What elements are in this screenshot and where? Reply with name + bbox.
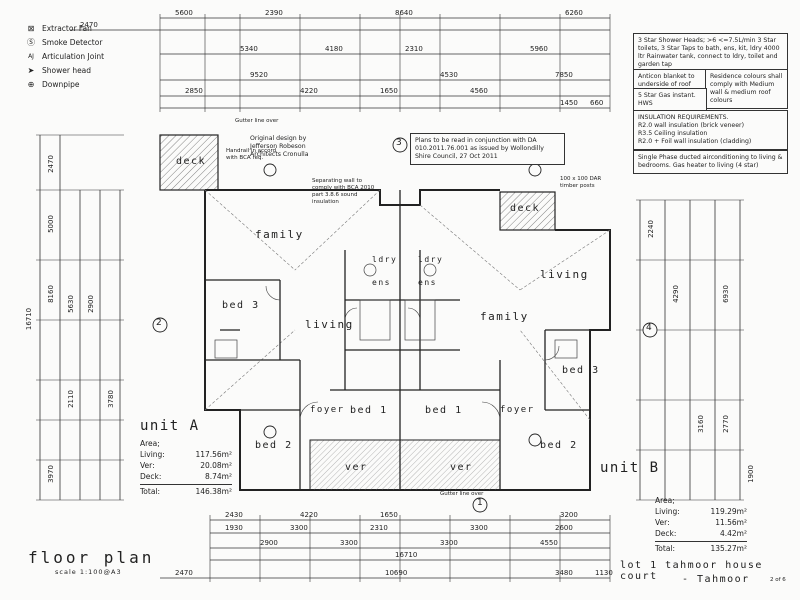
gridline-1-label: 1 (477, 498, 483, 508)
area-row: Deck:4.42m² (655, 529, 747, 538)
room-foyer-b: foyer (500, 405, 535, 415)
fixtures-note: 3 Star Shower Heads; >6 <=7.5L/min 3 Sta… (633, 33, 788, 73)
unit-a-area-schedule: Area; Living:117.56m² Ver:20.08m² Deck:8… (140, 439, 232, 497)
room-bed3-a: bed 3 (222, 300, 260, 311)
room-ver-a: ver (345, 462, 368, 473)
area-row: Living:119.29m² (655, 507, 747, 516)
room-living-b: living (540, 268, 589, 281)
room-foyer-a: foyer (310, 405, 345, 415)
project-suburb: - Tahmoor (682, 574, 750, 585)
sheet-number: 2 of 6 (770, 577, 786, 583)
colours-note: Residence colours shall comply with Medi… (705, 69, 788, 109)
project-name: lot 1 tahmoor house court (620, 560, 763, 582)
room-bed2-b: bed 2 (540, 440, 578, 451)
room-bed2-a: bed 2 (255, 440, 293, 451)
legend-row: ➤Shower head (26, 64, 104, 78)
room-bed1-a: bed 1 (350, 405, 388, 416)
aircon-note: Single Phase ducted airconditioning to l… (633, 150, 788, 174)
gridline-4-label: 4 (646, 323, 652, 333)
legend-row: ⊕Downpipe (26, 78, 104, 92)
unit-a-title: unit A (140, 418, 200, 434)
room-bed3-b: bed 3 (562, 365, 600, 376)
room-family-b: family (480, 310, 529, 323)
room-ldry-b: ldry (418, 255, 444, 264)
room-deck-a: deck (176, 156, 207, 167)
separating-wall-note: Separating wall to comply with BCA 2010 … (312, 178, 375, 205)
gridline-3-label: 3 (396, 138, 402, 148)
articulation-joint-icon: AJ (28, 53, 34, 60)
room-ldry-a: ldry (372, 255, 398, 264)
room-deck-b: deck (510, 203, 541, 214)
insulation-note: INSULATION REQUIREMENTS. R2.0 wall insul… (633, 110, 788, 150)
downpipe-icon: ⊕ (27, 80, 35, 89)
room-ens-a: ens (372, 278, 391, 287)
unit-b-area-schedule: Area; Living:119.29m² Ver:11.56m² Deck:4… (655, 496, 747, 554)
room-living-a: living (305, 318, 354, 331)
smoke-detector-icon: Ⓢ (27, 38, 35, 47)
gas-hws-note: 5 Star Gas instant. HWS (633, 88, 707, 112)
plans-note: Plans to be read in conjunction with DA … (410, 133, 565, 165)
legend-row: ⊠Extractor Fan (26, 22, 104, 36)
area-row: Living:117.56m² (140, 450, 232, 459)
extractor-fan-icon: ⊠ (27, 24, 35, 33)
area-total-row: Total:135.27m² (655, 541, 747, 554)
room-bed1-b: bed 1 (425, 405, 463, 416)
timber-posts-note: 100 x 100 DAR timber posts (560, 176, 602, 189)
gutter-line-bottom: Gutter line over (440, 491, 484, 497)
drawing-scale: scale 1:100@A3 (55, 568, 122, 576)
area-row: Ver:11.56m² (655, 518, 747, 527)
room-ens-b: ens (418, 278, 437, 287)
drawing-title: floor plan (28, 548, 155, 567)
handrail-note: Handrail in accord with BCA req. (226, 148, 277, 161)
area-total-row: Total:146.38m² (140, 484, 232, 497)
design-note: Original design by Jefferson Robeson Arc… (250, 135, 309, 158)
room-family-a: family (255, 228, 304, 241)
shower-head-icon: ➤ (27, 66, 35, 75)
gridline-2-label: 2 (156, 318, 162, 328)
area-row: Ver:20.08m² (140, 461, 232, 470)
room-ver-b: ver (450, 462, 473, 473)
unit-b-title: unit B (600, 460, 660, 476)
area-row: Deck:8.74m² (140, 472, 232, 481)
gutter-line-top: Gutter line over (235, 118, 279, 124)
